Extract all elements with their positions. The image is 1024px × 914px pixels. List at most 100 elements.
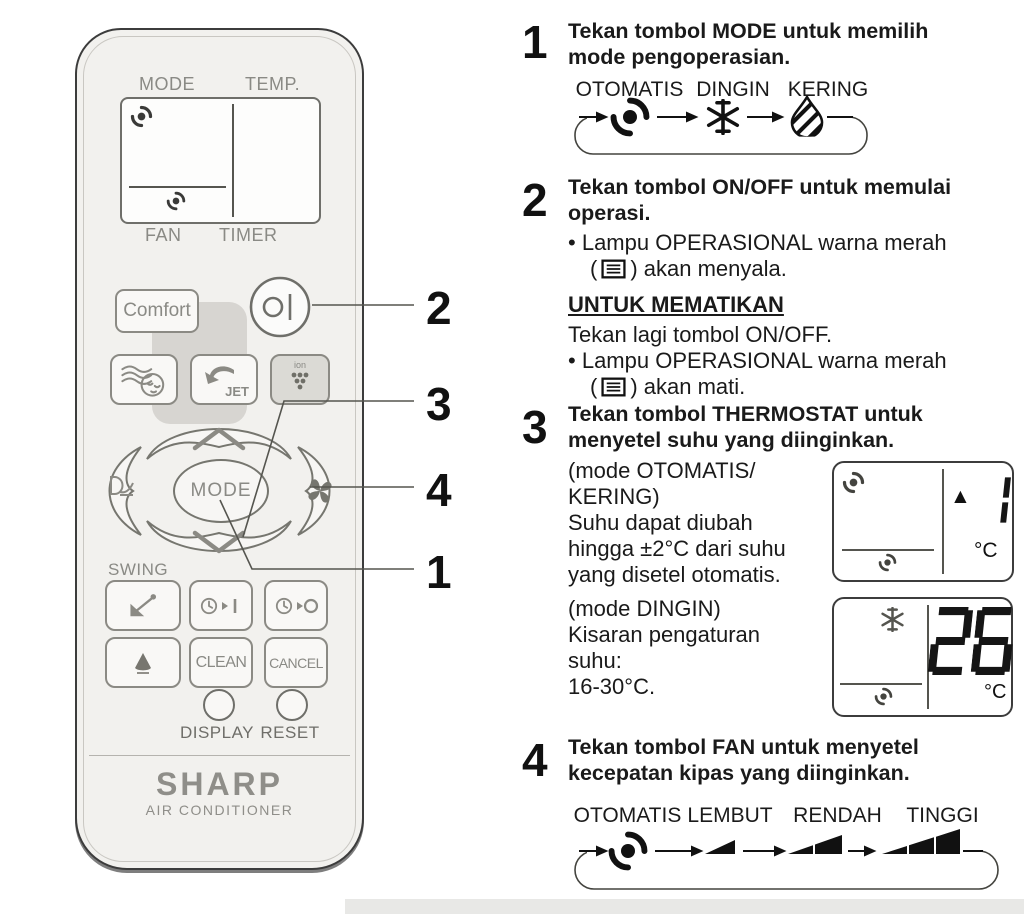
lcd-timer-label: TIMER	[219, 225, 278, 245]
fan-speed-low-icon	[788, 835, 842, 854]
thermostat-down-button	[146, 520, 292, 552]
fan-label-tinggi: TINGGI	[906, 804, 979, 827]
jet-arrow-icon	[205, 366, 234, 384]
brand-subtitle: AIR CONDITIONER	[145, 802, 294, 818]
mode-button-label: MODE	[190, 480, 252, 501]
temp-digits	[927, 607, 1016, 675]
step3-cool-text: (mode DINGIN)	[568, 596, 721, 621]
reset-button-label: RESET	[260, 723, 320, 742]
lcd-divider	[942, 469, 944, 574]
display-button	[203, 689, 235, 721]
step3-title-line2: menyetel suhu yang diinginkan.	[568, 428, 895, 452]
step3-auto-text: (mode OTOMATIS/	[568, 458, 756, 483]
swing-cone-icon	[135, 652, 151, 674]
step2-bullet1: • Lampu OPERASIONAL warna merah	[568, 230, 947, 255]
temp-digit	[977, 475, 1011, 525]
comfort-button: Comfort	[115, 289, 199, 333]
lcd-divider	[927, 605, 929, 709]
fan-cycle-diagram	[574, 829, 999, 890]
bottom-strip	[345, 899, 1024, 914]
step4-title-line1: Tekan tombol FAN untuk menyetel	[568, 735, 919, 759]
jet-button-label: JET	[225, 384, 249, 399]
remote-illustration: MODE TEMP. FAN TIMER Comfort	[75, 28, 364, 870]
celsius-unit: °C	[984, 681, 1007, 703]
step3-auto-text: yang disetel otomatis.	[568, 562, 781, 587]
step3-auto-text: Suhu dapat diubah	[568, 510, 753, 535]
timer-off-icon	[273, 593, 319, 619]
lcd-fan-label: FAN	[145, 225, 182, 245]
step1-number: 1	[522, 16, 548, 68]
cycle-arrow-icon	[774, 845, 787, 857]
clean-button-label: CLEAN	[195, 653, 247, 671]
cycle-arrow-icon	[864, 845, 877, 857]
step3-auto-text: hingga ±2°C dari suhu	[568, 536, 786, 561]
lcd-temp-label: TEMP.	[245, 74, 301, 94]
step2-lamp-on-line: () akan menyala.	[590, 256, 787, 281]
brand-logo: SHARP	[155, 766, 283, 802]
step3-number: 3	[522, 401, 548, 453]
cycle-arrow-icon	[691, 845, 704, 857]
step4-number: 4	[522, 734, 548, 786]
mode-cycle-diagram	[574, 90, 868, 156]
jet-button: JET	[190, 354, 258, 405]
step4-title-line2: kecepatan kipas yang diinginkan.	[568, 761, 910, 785]
step3-title-line1: Tekan tombol THERMOSTAT untuk	[568, 402, 923, 426]
cycle-arrow-icon	[596, 111, 609, 123]
comfort-sleep-button	[110, 354, 178, 405]
cancel-button-label: CANCEL	[269, 654, 323, 671]
lcd-divider	[232, 104, 234, 217]
callout-number-thermostat: 3	[426, 378, 452, 430]
fan-speed-high-icon	[882, 829, 960, 854]
power-o-icon	[262, 296, 284, 318]
mode-dry-icon	[782, 90, 839, 156]
lcd-mode-label: MODE	[139, 74, 195, 94]
fan-speed-soft-icon	[705, 840, 735, 854]
remote-lcd	[120, 97, 321, 224]
panel-seam	[89, 755, 350, 756]
mode-button: MODE	[173, 459, 269, 523]
auto-mode-icon	[130, 105, 153, 128]
cycle-arrow-icon	[772, 111, 785, 123]
fan-auto-icon	[874, 687, 893, 706]
ion-button-label: ion	[293, 359, 306, 370]
callout-number-fan: 4	[426, 464, 452, 516]
timer-on-button	[189, 580, 253, 631]
swing-horizontal-button	[105, 637, 181, 688]
step1-title-line2: mode pengoperasian.	[568, 45, 791, 69]
step2-again-line: Tekan lagi tombol ON/OFF.	[568, 322, 833, 347]
baby-sleep-icon	[121, 364, 165, 397]
bullet-char: •	[568, 348, 576, 373]
comfort-button-label: Comfort	[123, 300, 191, 321]
step2-bullet2: • Lampu OPERASIONAL warna merah	[568, 348, 947, 373]
chevron-up-icon	[192, 427, 246, 451]
lcd-fan-line	[129, 186, 226, 188]
fan-speed-button	[297, 446, 331, 536]
step3-auto-text: KERING)	[568, 484, 660, 509]
timer-off-button	[264, 580, 328, 631]
display-button-label: DISPLAY	[179, 723, 255, 742]
step2-title-line1: Tekan tombol ON/OFF untuk memulai	[568, 175, 952, 199]
swing-vertical-button	[105, 580, 181, 631]
mode-label-kering: KERING	[787, 78, 869, 101]
operation-lamp-icon	[601, 259, 626, 279]
cancel-button: CANCEL	[264, 637, 328, 688]
step3-cool-text: 16-30°C.	[568, 674, 656, 699]
swing-flag-icon	[130, 593, 157, 616]
mode-label-dingin: DINGIN	[696, 78, 770, 101]
step1-title-line1: Tekan tombol MODE untuk memilih	[568, 19, 929, 43]
auto-mode-icon	[842, 471, 865, 494]
fan-label-lembut: LEMBUT	[687, 804, 773, 827]
swing-label: SWING	[108, 560, 169, 579]
celsius-unit: °C	[974, 539, 998, 562]
temp-up-indicator: ▲	[950, 485, 971, 508]
step2-lamp-off-line: () akan mati.	[590, 374, 746, 399]
step3-cool-text: suhu:	[568, 648, 622, 673]
cycle-arrow-icon	[686, 111, 699, 123]
thermostat-up-button	[146, 428, 292, 460]
ion-button: ion	[270, 354, 330, 405]
step2-title-line2: operasi.	[568, 201, 651, 225]
fan-label-otomatis: OTOMATIS	[573, 804, 682, 827]
lcd-fan-line	[842, 549, 934, 551]
lcd-cool-mode: °C	[832, 597, 1013, 717]
